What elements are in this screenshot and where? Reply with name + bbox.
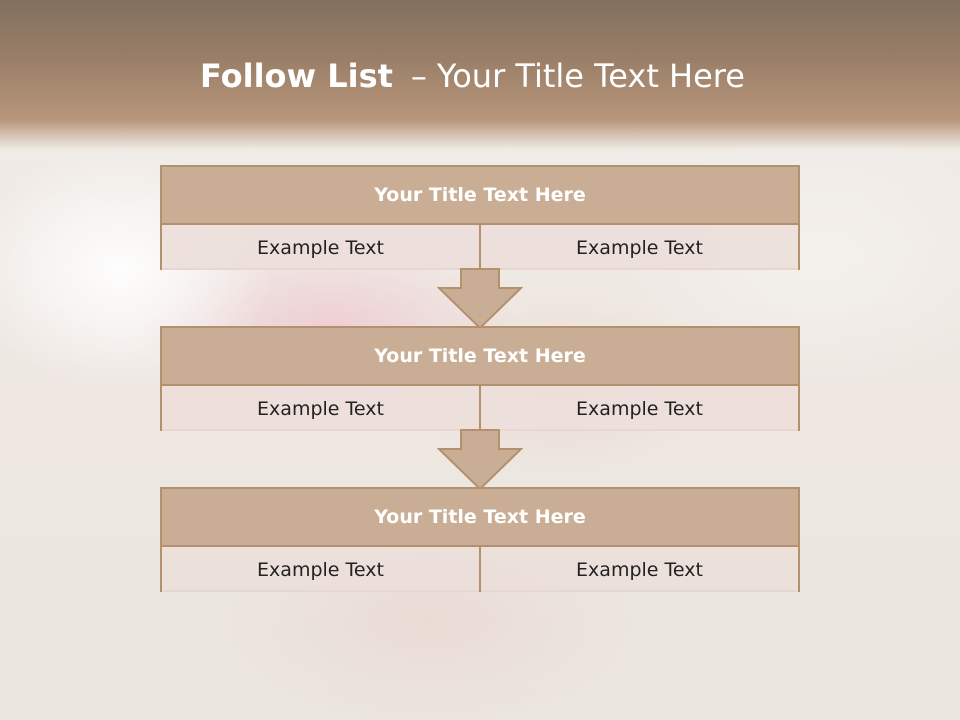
down-arrow-icon bbox=[437, 268, 523, 330]
step-title: Your Title Text Here bbox=[162, 167, 798, 225]
slide-title: Follow List–Your Title Text Here bbox=[0, 52, 945, 100]
step-box-2: Your Title Text Here Example Text Exampl… bbox=[160, 326, 800, 431]
step-row: Example Text Example Text bbox=[162, 386, 798, 431]
step-cell-left: Example Text bbox=[257, 236, 384, 259]
step-row: Example Text Example Text bbox=[162, 225, 798, 270]
step-box-3: Your Title Text Here Example Text Exampl… bbox=[160, 487, 800, 592]
step-cell-right: Example Text bbox=[479, 386, 798, 431]
header-band bbox=[0, 0, 960, 150]
step-cell-left: Example Text bbox=[257, 558, 384, 581]
down-arrow-icon bbox=[437, 429, 523, 491]
step-box-1: Your Title Text Here Example Text Exampl… bbox=[160, 165, 800, 270]
title-separator: – bbox=[410, 57, 427, 95]
step-title: Your Title Text Here bbox=[162, 489, 798, 547]
step-title: Your Title Text Here bbox=[162, 328, 798, 386]
step-cell-right: Example Text bbox=[479, 225, 798, 270]
step-row: Example Text Example Text bbox=[162, 547, 798, 592]
title-rest: Your Title Text Here bbox=[436, 57, 745, 95]
title-bold: Follow List bbox=[200, 57, 393, 95]
step-cell-right: Example Text bbox=[479, 547, 798, 592]
step-cell-left: Example Text bbox=[257, 397, 384, 420]
